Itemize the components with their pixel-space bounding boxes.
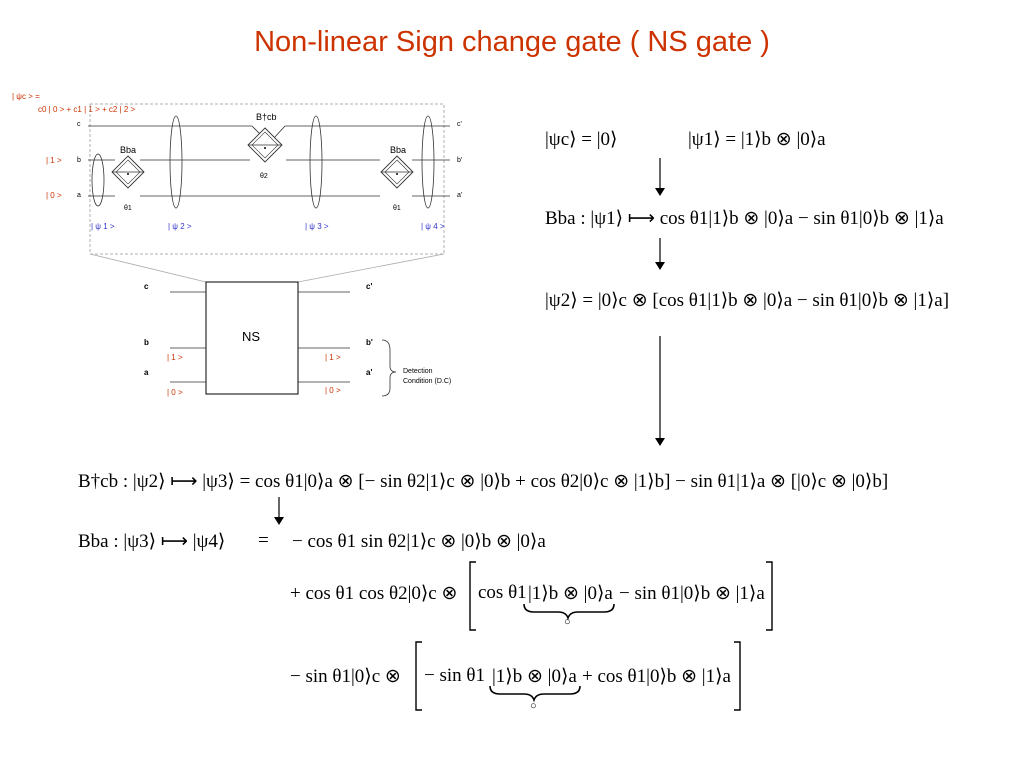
eq-psi4-term-1: − cos θ1 sin θ2|1⟩c ⊗ |0⟩b ⊗ |0⟩a xyxy=(292,531,546,552)
ns-input-zero: | 0 > xyxy=(167,388,183,397)
detection-brace xyxy=(381,339,397,397)
mode-a-out-label: a' xyxy=(457,192,462,199)
ns-c-label: c xyxy=(144,282,149,291)
eq-psi4-term-2-prefix: + cos θ1 cos θ2|0⟩c ⊗ xyxy=(290,583,458,604)
eq-psi4-term-2-c: − sin θ1|0⟩b ⊗ |1⟩a xyxy=(619,583,765,604)
term-3-brackets xyxy=(415,641,741,711)
upper-circuit-frame xyxy=(89,103,445,255)
beam-splitter-right xyxy=(380,155,414,189)
ns-box-label: NS xyxy=(242,329,260,344)
mode-a-label: a xyxy=(77,192,81,199)
mode-c-out-label: c' xyxy=(457,121,462,128)
down-arrow-3 xyxy=(655,336,665,446)
eq-psi4-term-2-a: cos θ1 xyxy=(478,582,527,603)
eq-psi4-term-3-c: + cos θ1|0⟩b ⊗ |1⟩a xyxy=(582,666,731,687)
eq-psi4-term-3-a: − sin θ1 xyxy=(424,665,485,686)
bs-left-label: Bba xyxy=(120,145,136,155)
ns-input-one: | 1 > xyxy=(167,353,183,362)
ns-b-out-label: b' xyxy=(366,338,373,347)
optical-circuit-diagram: | ψc > = c0 | 0 > + c1 | 1 > + c2 | 2 > … xyxy=(12,92,462,397)
mode-b-label: b xyxy=(77,157,81,164)
eq-psi-1: |ψ1⟩ = |1⟩b ⊗ |0⟩a xyxy=(688,129,826,150)
down-arrow-1 xyxy=(655,158,665,196)
state-cut-2 xyxy=(169,115,183,209)
eq-bba-psi3-lhs: Bba : |ψ3⟩ ⟼ |ψ4⟩ xyxy=(78,531,226,552)
term-2-brackets xyxy=(469,561,773,631)
beam-splitter-middle xyxy=(247,127,283,163)
eq-psi4-term-3-b: |1⟩b ⊗ |0⟩a xyxy=(492,666,577,687)
state-cut-3 xyxy=(309,115,323,209)
bs-middle-label: B†cb xyxy=(256,112,277,122)
state-label-2: | ψ 2 > xyxy=(168,222,192,231)
beam-splitter-left xyxy=(111,155,145,189)
ns-b-label: b xyxy=(144,338,149,347)
detection-label-2: Condition (D.C) xyxy=(403,378,451,385)
eq-bba-psi1: Bba : |ψ1⟩ ⟼ cos θ1|1⟩b ⊗ |0⟩a − sin θ1|… xyxy=(545,208,944,229)
eq-psi4-term-2-b: |1⟩b ⊗ |0⟩a xyxy=(528,583,613,604)
input-zero-label: | 0 > xyxy=(46,191,62,200)
mode-c-label: c xyxy=(77,121,81,128)
psi-c-label: | ψc > = xyxy=(12,92,40,101)
state-label-4: | ψ 4 > xyxy=(421,222,445,231)
bs-right-label: Bba xyxy=(390,145,406,155)
detection-label-1: Detection xyxy=(403,368,433,375)
theta2-label: θ2 xyxy=(260,173,268,180)
circle-mark-2: ○ xyxy=(530,700,537,712)
eq-psi-2: |ψ2⟩ = |0⟩c ⊗ [cos θ1|1⟩b ⊗ |0⟩a − sin θ… xyxy=(545,290,950,311)
ns-gate-box xyxy=(205,281,299,395)
state-cut-1 xyxy=(91,153,105,207)
state-label-3: | ψ 3 > xyxy=(305,222,329,231)
ns-output-one: | 1 > xyxy=(325,353,341,362)
eq-psi-c: |ψc⟩ = |0⟩ xyxy=(545,129,618,150)
ns-c-out-label: c' xyxy=(366,282,372,291)
down-arrow-2 xyxy=(655,238,665,270)
ns-a-out-label: a' xyxy=(366,368,372,377)
theta1-left-label: θ1 xyxy=(124,205,132,212)
state-label-1: | ψ 1 > xyxy=(91,222,115,231)
eq-bcb-psi2: B†cb : |ψ2⟩ ⟼ |ψ3⟩ = cos θ1|0⟩a ⊗ [− sin… xyxy=(78,471,889,492)
eq-psi4-term-3-prefix: − sin θ1|0⟩c ⊗ xyxy=(290,666,401,687)
mode-b-out-label: b' xyxy=(457,157,462,164)
slide-title: Non-linear Sign change gate ( NS gate ) xyxy=(254,26,770,58)
psi-c-expansion: c0 | 0 > + c1 | 1 > + c2 | 2 > xyxy=(38,105,136,114)
circle-mark-1: ○ xyxy=(564,616,571,628)
input-one-label: | 1 > xyxy=(46,156,62,165)
ns-output-zero: | 0 > xyxy=(325,386,341,395)
ns-a-label: a xyxy=(144,368,149,377)
down-arrow-4 xyxy=(274,497,284,525)
theta1-right-label: θ1 xyxy=(393,205,401,212)
eq-bba-psi3-equals: = xyxy=(258,530,269,551)
state-cut-4 xyxy=(421,115,435,209)
